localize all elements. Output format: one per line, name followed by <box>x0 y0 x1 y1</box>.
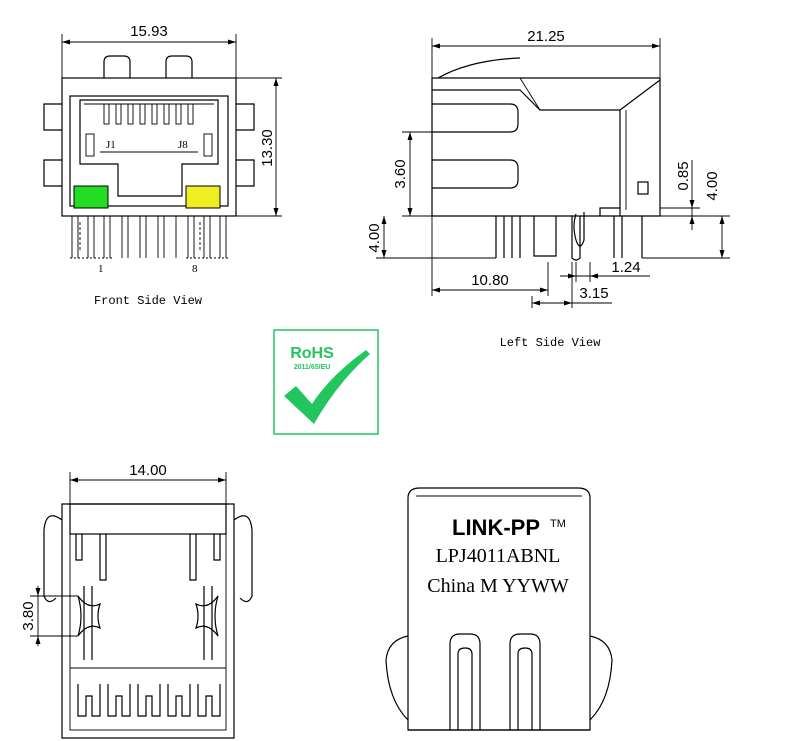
pin-j1-label: J1 <box>106 139 116 151</box>
front-width-dim: 15.93 <box>130 23 168 40</box>
bottom-view: 14.00 3.80 <box>20 462 253 739</box>
side-length-dim: 21.25 <box>527 28 565 45</box>
front-side-view: 15.93 J1 J8 <box>43 23 282 308</box>
front-view-caption: Front Side View <box>94 294 203 308</box>
bottom-width-dim: 14.00 <box>129 462 167 479</box>
side-view-caption: Left Side View <box>500 336 602 350</box>
check-icon <box>284 350 370 424</box>
rohs-title: RoHS <box>290 345 334 362</box>
bottom-dim-3-80: 3.80 <box>20 601 37 630</box>
front-height-dim: 13.30 <box>259 129 276 167</box>
brand-label: LINK-PP <box>452 515 540 540</box>
origin-label: China M YYWW <box>427 575 569 597</box>
led-green <box>73 185 109 209</box>
rohs-directive: 2011/65/EU <box>294 364 331 371</box>
pin-j8-label: J8 <box>178 139 188 151</box>
side-dim-4-00-right: 4.00 <box>704 171 721 200</box>
side-dim-4-00-left: 4.00 <box>366 223 383 252</box>
side-dim-3-60: 3.60 <box>392 159 409 188</box>
side-dim-0-85: 0.85 <box>675 161 692 190</box>
side-dim-10-80: 10.80 <box>471 272 509 289</box>
top-view: LINK-PP TM LPJ4011ABNL China M YYWW <box>385 487 613 731</box>
led-yellow <box>185 185 221 209</box>
trademark-label: TM <box>550 518 566 530</box>
pin-1-label: 1 <box>98 263 104 275</box>
pin-8-label: 8 <box>192 263 198 275</box>
part-number-label: LPJ4011ABNL <box>436 545 561 567</box>
side-dim-3-15: 3.15 <box>579 285 608 302</box>
rohs-logo: RoHS 2011/65/EU <box>273 329 379 435</box>
left-side-view: 21.25 3.60 <box>366 28 730 350</box>
side-dim-1-24: 1.24 <box>611 259 640 276</box>
